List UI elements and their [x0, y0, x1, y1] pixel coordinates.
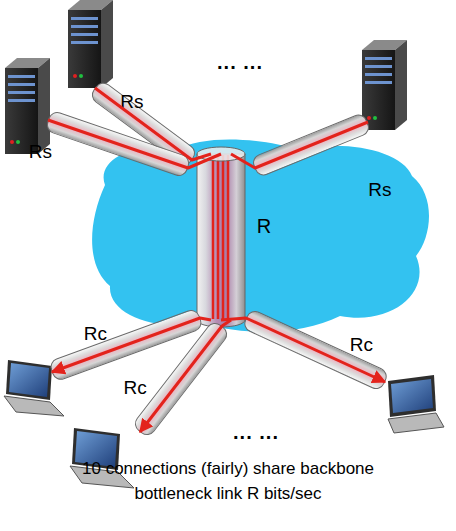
- server-led: [73, 74, 77, 78]
- ellipsis-label: ... ...: [217, 51, 263, 74]
- connection-line: [227, 155, 230, 319]
- link-rate-label: Rs: [369, 180, 392, 199]
- link-rate-label: Rs: [29, 142, 52, 161]
- server-slot: [365, 65, 392, 68]
- connection-flow: [221, 318, 385, 382]
- laptop: [388, 375, 444, 433]
- server-slot: [365, 81, 392, 84]
- server-led: [373, 116, 377, 120]
- laptop-base: [4, 396, 64, 416]
- server-front: [68, 10, 101, 88]
- laptop-base: [70, 466, 134, 488]
- connection-flow: [52, 318, 211, 372]
- server-slot: [8, 75, 35, 78]
- connection-line: [222, 155, 225, 319]
- connection-flow: [231, 122, 368, 168]
- server-led: [10, 140, 14, 144]
- server: [68, 0, 113, 88]
- link-rate-label: Rc: [124, 378, 147, 397]
- server-slot: [71, 25, 98, 28]
- laptop-screen-frame: [6, 360, 52, 400]
- cylinder-body: [197, 154, 245, 327]
- connection-flow: [48, 120, 221, 168]
- connection-line: [212, 155, 215, 319]
- laptop-screen: [9, 363, 49, 397]
- connection-flow: [95, 88, 211, 160]
- link-rate-label: Rc: [84, 324, 107, 343]
- server-led: [79, 74, 83, 78]
- server-led: [367, 116, 371, 120]
- server-slot: [8, 83, 35, 86]
- link-rate-label: Rs: [121, 92, 144, 111]
- link-rate-label: R: [257, 216, 271, 236]
- laptop-screen-frame: [388, 375, 436, 417]
- server-front: [362, 50, 395, 130]
- cylinder-shape: [196, 146, 246, 328]
- bottleneck-link: R: [196, 146, 246, 328]
- ellipsis-label: ... ...: [233, 421, 279, 444]
- server: [362, 40, 407, 130]
- access-link: Rs: [251, 112, 372, 178]
- laptop: [70, 428, 134, 488]
- server-side: [101, 0, 113, 88]
- server-slot: [8, 99, 35, 102]
- server-side: [38, 58, 50, 154]
- access-link: Rc: [241, 308, 389, 392]
- server-slot: [8, 91, 35, 94]
- server-slot: [71, 17, 98, 20]
- server: [5, 58, 50, 154]
- cylinder-top: [197, 147, 245, 161]
- server-slot: [71, 41, 98, 44]
- laptop-screen-frame: [72, 428, 120, 470]
- server-slot: [365, 73, 392, 76]
- server-slot: [365, 57, 392, 60]
- laptop-screen: [391, 379, 433, 413]
- link-rate-label: Rc: [350, 335, 373, 354]
- server-side: [395, 40, 407, 130]
- connection-flow: [140, 320, 231, 432]
- connection-line: [217, 155, 220, 319]
- laptop-base: [388, 413, 444, 433]
- server-slot: [71, 33, 98, 36]
- figure-caption: 10 connections (fairly) share backbone b…: [58, 456, 398, 506]
- laptop-screen: [75, 431, 117, 467]
- server-led: [16, 140, 20, 144]
